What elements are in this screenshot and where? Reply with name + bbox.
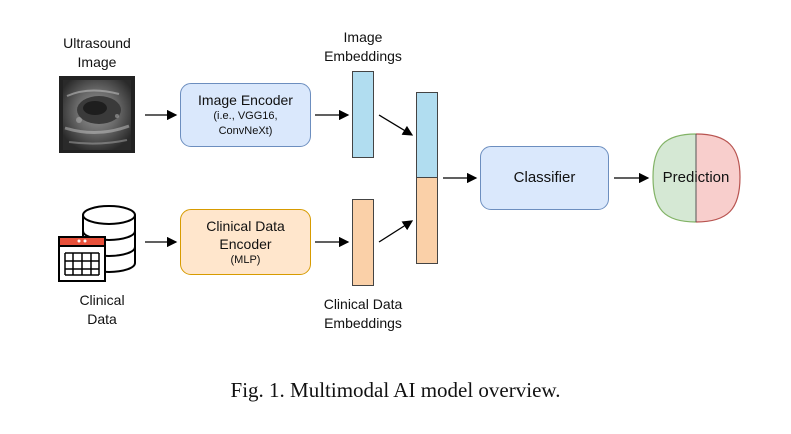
clinical-data-encoder-box: Clinical Data Encoder (MLP) [180,209,311,275]
prediction-label: Prediction [662,169,730,186]
clinical-embeddings-label: Clinical Data Embeddings [323,296,403,331]
ultrasound-image-icon [59,76,135,153]
image-encoder-box: Image Encoder (i.e., VGG16, ConvNeXt) [180,83,311,147]
classifier-label: Classifier [513,169,576,186]
clinical-encoder-title-1: Clinical Data [206,217,285,234]
arrow-clinical-embedding-to-fusion [378,220,414,243]
clinical-encoder-title-2: Encoder [219,235,272,252]
image-embedding-bar [352,71,374,158]
figure-caption: Fig. 1. Multimodal AI model overview. [230,378,561,402]
arrow-image-embedding-to-fusion [378,114,414,136]
clinical-data-label: Clinical Data [79,292,125,327]
image-encoder-detail-2: ConvNeXt) [218,125,273,137]
classifier-box: Classifier [480,146,609,210]
clinical-embedding-bar [352,199,374,286]
database-calendar-icon [58,205,136,282]
clinical-encoder-detail: (MLP) [230,253,261,266]
prediction-shape [652,133,741,223]
fused-embedding-clinical-part [416,177,438,264]
ultrasound-image-label: Ultrasound Image [63,35,131,70]
image-encoder-title: Image Encoder [198,92,293,108]
image-embeddings-label: Image Embeddings [324,29,402,64]
fused-embedding-image-part [416,92,438,178]
image-encoder-detail-1: (i.e., VGG16, [213,110,278,122]
